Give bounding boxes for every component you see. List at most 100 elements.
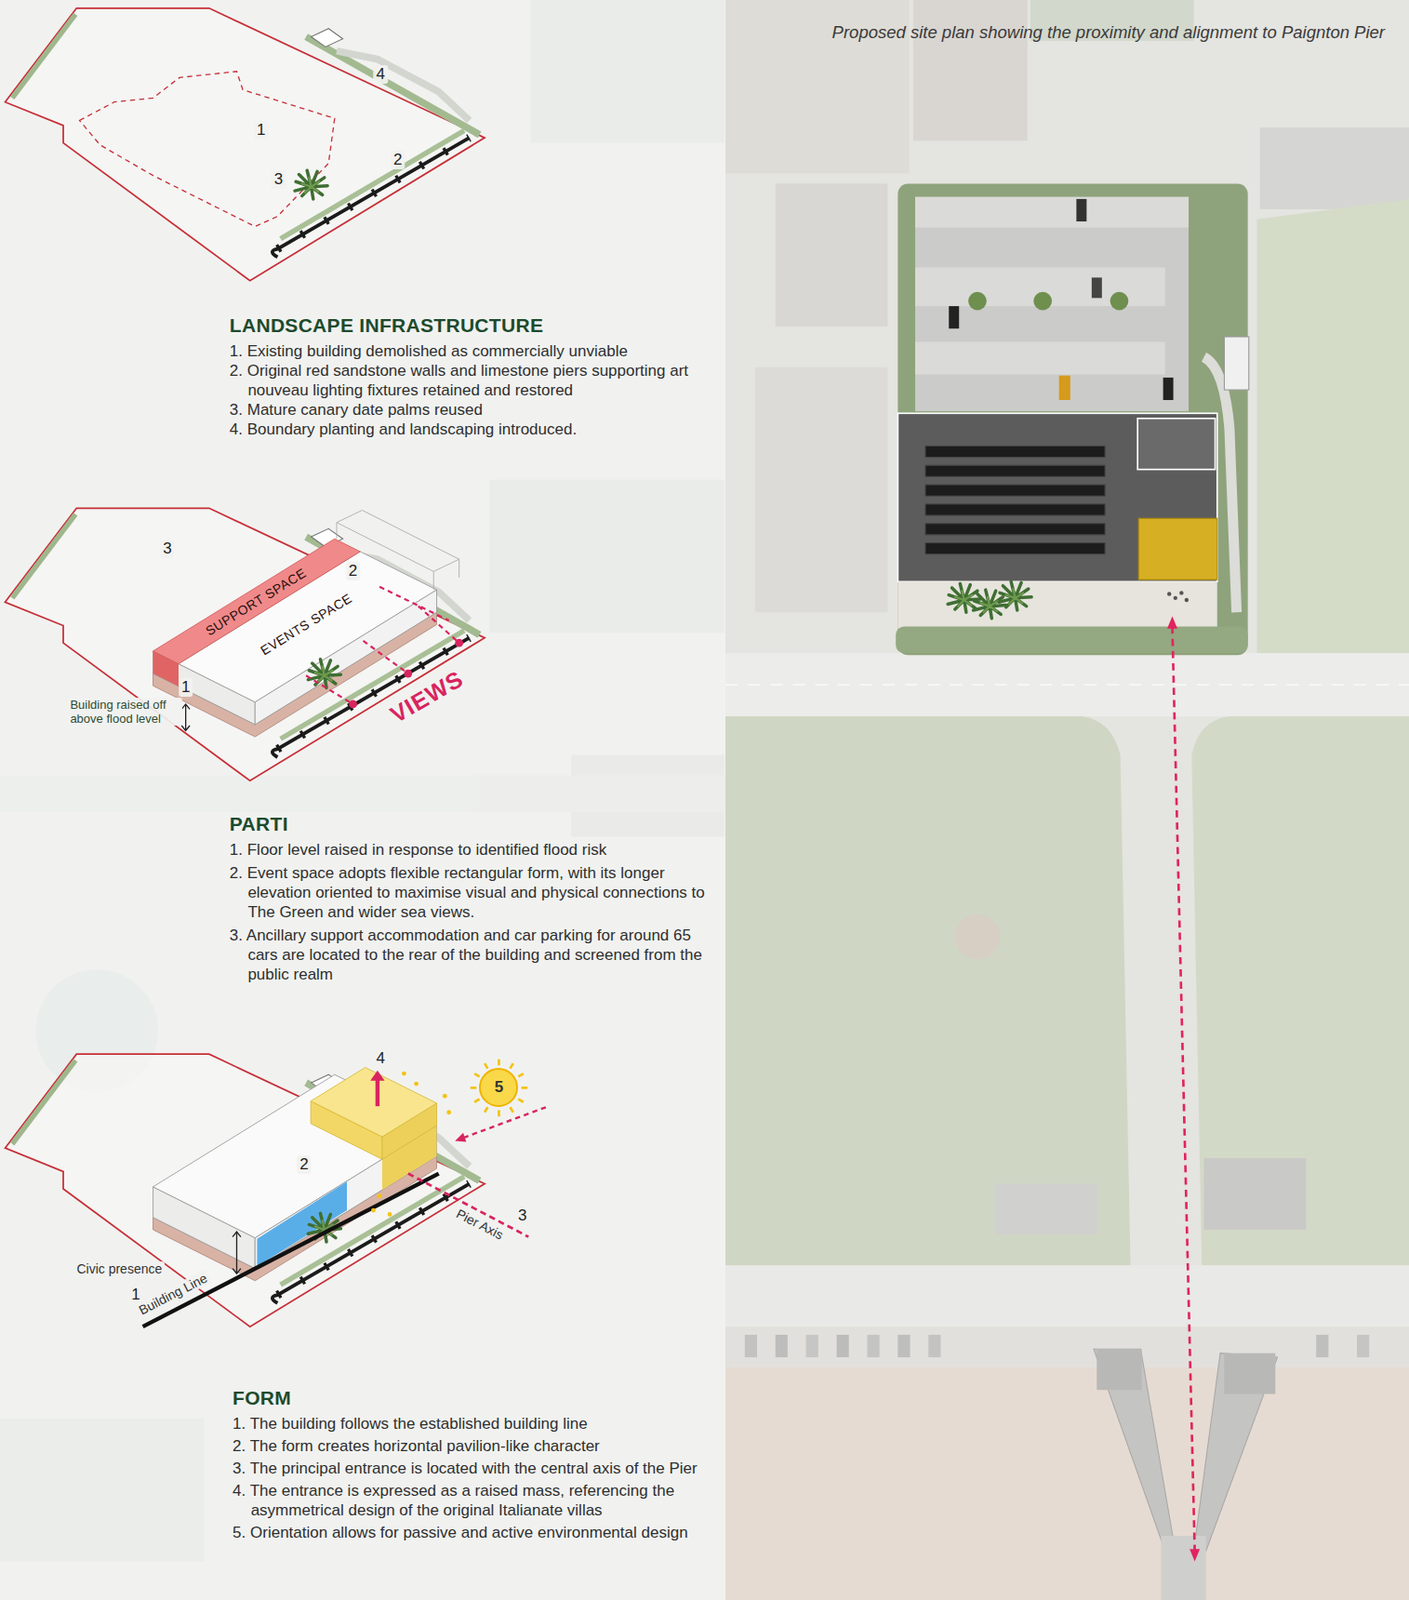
section-heading: PARTI [229,812,712,836]
aerial-map [725,652,1409,717]
site-plan [895,626,1248,654]
aerial-map [1093,1348,1176,1551]
aerial-map [744,1334,758,1357]
text-column: LANDSCAPE INFRASTRUCTURE 1. Existing buil… [229,314,712,439]
form-axonometric [470,1059,528,1117]
parti-axonometric [403,669,413,678]
callout-number: 4 [372,65,387,84]
annotation: Building raised off above flood level [66,697,183,726]
callout-number: 3 [515,1206,530,1225]
list-item: 3. Ancillary support accommodation and c… [229,925,712,984]
list-item: 5. Orientation allows for passive and ac… [232,1522,718,1542]
site-plan [1173,596,1178,600]
callout-number: 4 [372,1049,387,1068]
site-plan [1167,616,1178,629]
form-axonometric [387,1211,393,1217]
aerial-map [725,1264,1409,1327]
callout-number: 2 [345,561,360,581]
site-plan [1076,199,1087,222]
annotation: Building Line [133,1268,213,1318]
form-axonometric [370,1070,385,1081]
callout-number: 2 [296,1155,311,1174]
parti-axonometric [4,507,485,781]
parti-axonometric [153,538,361,664]
landscape-axonometric [4,8,485,281]
site-plan [915,342,1166,375]
form-axonometric [442,1093,448,1099]
list-item: 3. The principal entrance is located wit… [232,1458,718,1478]
form-axonometric [408,1173,529,1237]
form-axonometric [256,1181,347,1266]
text-column: FORM1. The building follows the establis… [232,1386,718,1542]
aerial-map [1223,1353,1276,1395]
list-item: 2. Original red sandstone walls and lime… [229,360,712,400]
callout-number: 1 [253,120,268,140]
aerial-map [897,1334,910,1357]
aerial-map [913,0,1028,141]
landscape-axonometric [294,170,328,200]
aerial-map [1203,1157,1306,1230]
form-axonometric [454,1132,466,1143]
site-plan [897,581,1217,628]
aerial-map [1260,127,1409,210]
list-item: 4. The entrance is expressed as a raised… [232,1480,718,1520]
aerial-map [955,914,1000,959]
aerial-map [1191,716,1409,1265]
site-plan [1091,277,1103,298]
views-label: VIEWS [383,664,471,731]
text-column: PARTI 1. Floor level raised in response t… [229,812,712,984]
site-plan [897,412,1217,582]
callout-number: 3 [159,539,174,559]
parti-axonometric [4,507,485,781]
site-plan [947,584,981,613]
parti-axonometric [336,522,460,590]
section-heading: LANDSCAPE INFRASTRUCTURE [229,314,712,337]
list-item: 2. The form creates horizontal pavilion-… [232,1435,718,1456]
site-plan [925,445,1105,457]
form-axonometric [401,1071,407,1077]
callout-number: 3 [271,170,286,189]
form-axonometric [463,1106,546,1138]
form-axonometric [377,1193,383,1198]
faded-aerial [530,0,724,144]
callout-number: 1 [178,677,193,697]
aerial-map [725,0,1409,1600]
site-plan [968,292,987,311]
landscape-axonometric [79,71,335,227]
form-axonometric [143,1173,439,1328]
site-plan [1137,418,1215,470]
caption: Proposed site plan showing the proximity… [832,22,1385,43]
list-item: 1. The building follows the established … [232,1413,718,1434]
list-item: 3. Mature canary date palms reused [229,399,712,420]
faded-aerial [0,775,726,812]
aerial-map [775,183,889,327]
aerial-map [806,1334,819,1357]
callout-number: 2 [390,150,405,170]
parti-axonometric [454,638,464,648]
aerial-map [928,1334,941,1357]
site-plan [1167,591,1171,596]
aerial-map [1096,1348,1142,1390]
list-item: 1. Floor level raised in response to ide… [229,839,712,860]
site-plan [925,523,1105,535]
sun-circle: 5 [478,1067,519,1107]
list-item: 1. Existing building demolished as comme… [229,341,712,361]
site-plan [1184,598,1189,602]
landscape-axonometric [4,8,485,281]
form-axonometric [446,1109,452,1115]
aerial-map [775,1334,788,1357]
site-plan [1110,292,1130,311]
list-item: 4. Boundary planting and landscaping int… [229,419,712,439]
form-axonometric [310,1066,437,1137]
form-axonometric [371,1208,376,1213]
site-plan [1059,375,1071,400]
aerial-map [725,0,1409,1600]
aerial-map [1257,199,1409,653]
site-plan [915,197,1189,412]
annotation: Pier Axis [451,1205,508,1245]
site-plan [925,543,1105,555]
aerial-map [755,367,889,612]
aerial-map [725,716,1131,1265]
